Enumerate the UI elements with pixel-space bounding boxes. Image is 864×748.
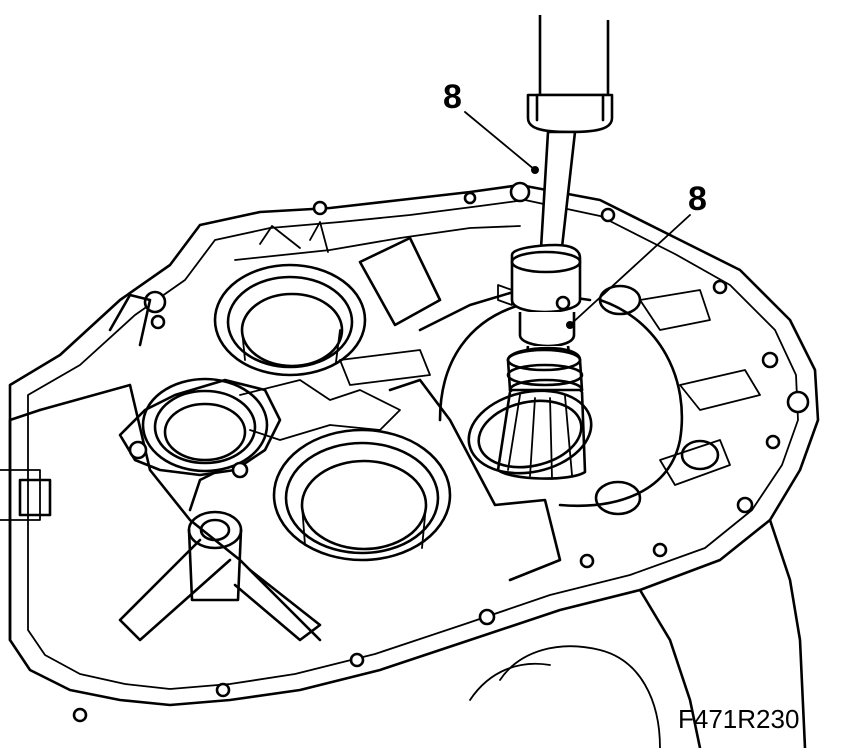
right-pockets <box>594 284 720 516</box>
flange-bolt-holes <box>72 181 810 723</box>
callout-label-2: 8 <box>688 180 707 218</box>
bearing-bore-lower <box>272 428 452 562</box>
dowel-boss <box>187 510 243 602</box>
case-housing <box>0 183 820 748</box>
callout-leaders <box>464 111 691 329</box>
figure-code: F471R230 <box>678 704 799 734</box>
internal-ribs <box>38 221 761 642</box>
callout-label-1: 8 <box>443 78 462 116</box>
bearing-bore-upper <box>213 263 367 377</box>
bearing-bore-left <box>118 377 282 479</box>
leader-dot-1 <box>531 166 539 174</box>
leader-dot-2 <box>566 321 574 329</box>
puller-tool <box>467 15 614 480</box>
